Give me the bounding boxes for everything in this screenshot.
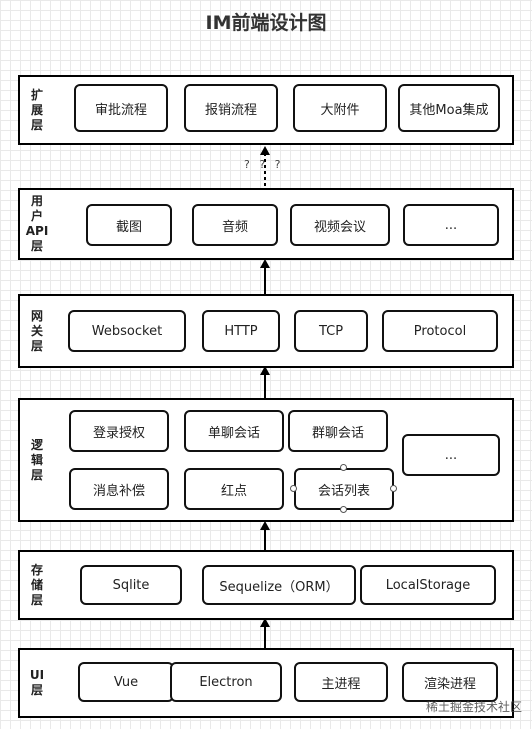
- watermark: 稀土掘金技术社区: [425, 700, 522, 714]
- arrow-head: [260, 259, 270, 268]
- node-sqlite[interactable]: Sqlite: [80, 565, 182, 605]
- selection-handle[interactable]: [340, 464, 347, 471]
- node-electron[interactable]: Electron: [170, 662, 282, 702]
- label-char: 关: [30, 323, 43, 338]
- node-single-chat[interactable]: 单聊会话: [184, 410, 284, 452]
- node-conversation-list[interactable]: 会话列表: [294, 468, 394, 510]
- layer-label-gateway: 网 关 层: [26, 296, 48, 366]
- node-screenshot[interactable]: 截图: [86, 204, 172, 246]
- label-char: 逻: [30, 437, 43, 452]
- node-login-auth[interactable]: 登录授权: [69, 410, 169, 452]
- arrow-connector: [264, 528, 266, 550]
- label-char: 层: [30, 467, 43, 482]
- node-audio[interactable]: 音频: [192, 204, 278, 246]
- label-char: 存: [30, 562, 43, 577]
- label-char: UI: [29, 668, 45, 682]
- layer-label-logic: 逻 辑 层: [26, 400, 48, 520]
- diagram-title: IM前端设计图: [205, 12, 327, 34]
- label-char: 户: [31, 209, 44, 223]
- node-large-attachment[interactable]: 大附件: [293, 84, 387, 132]
- layer-storage: 存 储 层 Sqlite Sequelize（ORM） LocalStorage: [18, 550, 514, 620]
- node-video-conference[interactable]: 视频会议: [290, 204, 390, 246]
- label-char: 层: [30, 338, 43, 353]
- layer-label-storage: 存 储 层: [26, 552, 48, 618]
- label-char: 用: [31, 194, 44, 208]
- layer-gateway: 网 关 层 Websocket HTTP TCP Protocol: [18, 294, 514, 368]
- label-char: 层: [30, 117, 43, 132]
- arrow-connector: [264, 372, 266, 398]
- arrow-head: [260, 366, 270, 375]
- arrow-connector: [264, 625, 266, 648]
- label-char: 展: [30, 102, 43, 117]
- node-sequelize-orm[interactable]: Sequelize（ORM）: [202, 565, 356, 605]
- layer-label-ui: UI 层: [26, 650, 48, 716]
- arrow-connector: [264, 266, 266, 294]
- node-tcp[interactable]: TCP: [294, 310, 368, 352]
- label-char: 网: [30, 308, 43, 323]
- node-http[interactable]: HTTP: [202, 310, 280, 352]
- layer-ui: UI 层 Vue Electron 主进程 渲染进程: [18, 648, 514, 718]
- layer-logic: 逻 辑 层 登录授权 单聊会话 群聊会话 消息补偿 红点 会话列表 ...: [18, 398, 514, 522]
- arrow-head: [260, 521, 270, 530]
- selection-handle[interactable]: [290, 485, 297, 492]
- label-char: 扩: [30, 87, 43, 102]
- selection-handle[interactable]: [390, 485, 397, 492]
- node-more[interactable]: ...: [402, 434, 500, 476]
- unknown-connector-label: ? ? ?: [244, 158, 284, 171]
- layer-user-api: 用 户 API 层 截图 音频 视频会议 ...: [18, 188, 514, 260]
- node-localstorage[interactable]: LocalStorage: [360, 565, 496, 605]
- node-other-moa[interactable]: 其他Moa集成: [398, 84, 500, 132]
- node-vue[interactable]: Vue: [78, 662, 174, 702]
- label-char: 储: [30, 577, 43, 592]
- arrow-head: [260, 618, 270, 627]
- layer-extension: 扩 展 层 审批流程 报销流程 大附件 其他Moa集成: [18, 75, 514, 145]
- layer-label-user-api: 用 户 API 层: [25, 190, 49, 258]
- node-reimbursement-flow[interactable]: 报销流程: [184, 84, 278, 132]
- label-char: API: [25, 224, 49, 238]
- label-char: 层: [30, 592, 43, 607]
- node-approval-flow[interactable]: 审批流程: [74, 84, 168, 132]
- node-message-compensation[interactable]: 消息补偿: [69, 468, 169, 510]
- label-char: 辑: [30, 452, 43, 467]
- arrow-head: [260, 146, 270, 155]
- arrow-dashed-connector: [264, 153, 266, 188]
- label-char: 层: [31, 239, 44, 253]
- node-main-process[interactable]: 主进程: [294, 662, 388, 702]
- node-red-dot[interactable]: 红点: [184, 468, 284, 510]
- node-renderer-process[interactable]: 渲染进程: [402, 662, 498, 702]
- label-char: 层: [30, 683, 43, 697]
- node-more[interactable]: ...: [403, 204, 499, 246]
- node-websocket[interactable]: Websocket: [68, 310, 186, 352]
- node-protocol[interactable]: Protocol: [382, 310, 498, 352]
- node-group-chat[interactable]: 群聊会话: [288, 410, 388, 452]
- selection-handle[interactable]: [340, 506, 347, 513]
- layer-label-extension: 扩 展 层: [26, 77, 48, 143]
